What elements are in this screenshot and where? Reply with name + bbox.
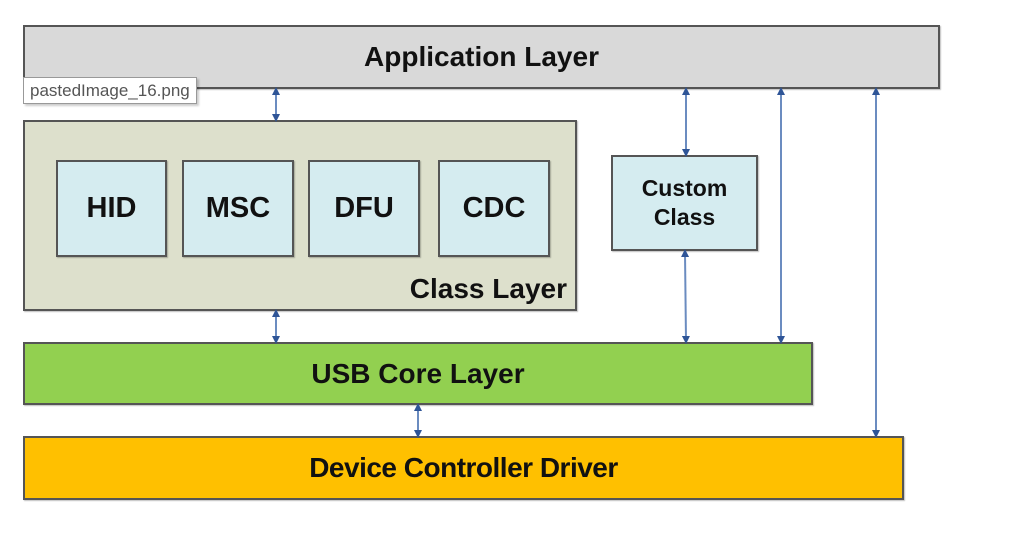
filename-tooltip: pastedImage_16.png (23, 77, 197, 104)
class-msc-label: MSC (205, 192, 271, 224)
class-layer: HID MSC DFU CDC Class Layer (23, 120, 577, 311)
class-dfu-label: DFU (334, 192, 394, 224)
class-cdc: CDC (438, 160, 550, 257)
arrow-custom-core (681, 249, 690, 344)
class-cdc-label: CDC (462, 192, 526, 224)
device-controller-driver-label: Device Controller Driver (309, 452, 618, 483)
custom-class-line2: Class (653, 204, 716, 230)
usb-core-layer: USB Core Layer (23, 342, 813, 405)
class-hid-label: HID (86, 192, 137, 224)
class-hid: HID (56, 160, 167, 257)
application-layer-label: Application Layer (364, 41, 599, 72)
usb-core-layer-label: USB Core Layer (311, 357, 525, 389)
class-dfu: DFU (308, 160, 420, 257)
class-msc: MSC (182, 160, 294, 257)
custom-class-line1: Custom (641, 175, 728, 202)
class-layer-label: Class Layer (409, 273, 567, 304)
device-controller-driver: Device Controller Driver (23, 436, 904, 500)
